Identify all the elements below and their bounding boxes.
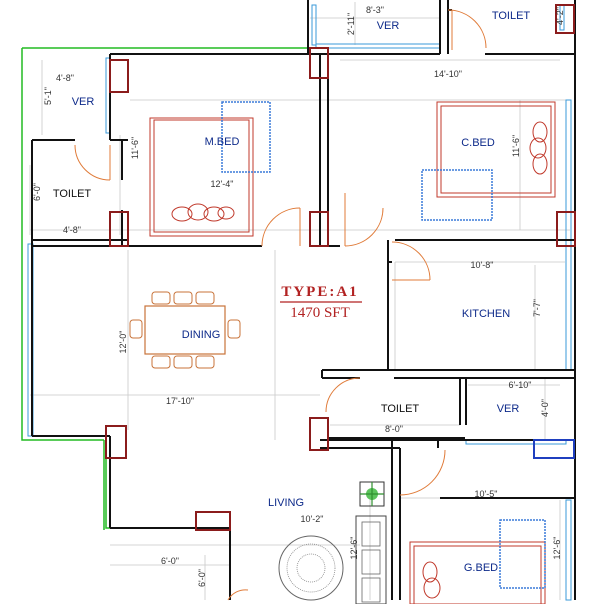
dim-ver-mid-h: 4'-0"	[540, 399, 550, 417]
plant-icon	[359, 481, 385, 507]
dim-ver-left-w: 4'-8"	[56, 73, 74, 83]
dim-cbed-h: 11'-6"	[511, 135, 521, 157]
room-label-toilet-top: TOILET	[492, 10, 531, 22]
doors	[74, 9, 487, 601]
room-label-dining: DINING	[182, 329, 221, 341]
dining-table	[129, 291, 241, 369]
dim-toilet-left-h: 6'-0"	[32, 183, 42, 201]
room-label-gbed: G.BED	[464, 562, 498, 574]
dim-dining-h: 12'-0"	[118, 331, 128, 354]
dim-toilet-left-w: 4'-8"	[63, 225, 81, 235]
master-bed	[149, 101, 271, 237]
dim-toilet-top-h: 4'-2"	[555, 7, 565, 25]
living-furniture	[278, 481, 387, 604]
plan-area-title: 1470 SFT	[290, 305, 350, 321]
room-label-mbed: M.BED	[205, 136, 240, 148]
c-bed	[421, 101, 556, 221]
dim-dining-w: 17'-10"	[166, 396, 194, 406]
dim-kitchen-h: 7'-7"	[532, 299, 542, 317]
room-label-toilet-mid: TOILET	[381, 403, 420, 415]
dim-gbed-h: 12'-6"	[552, 537, 562, 560]
room-label-toilet-left: TOILET	[53, 188, 92, 200]
dim-kitchen-w: 10'-8"	[471, 260, 494, 270]
room-label-cbed: C.BED	[461, 137, 495, 149]
dim-balcony-h: 6'-0"	[197, 569, 207, 587]
room-label-ver-mid: VER	[497, 403, 520, 415]
walls	[31, 0, 576, 600]
dim-ver-left-h: 5'-1"	[43, 87, 53, 105]
dim-living-w: 10'-2"	[301, 514, 324, 524]
dim-ver-top-h: 2'-11"	[346, 13, 356, 35]
room-label-ver-left: VER	[72, 96, 95, 108]
dim-balcony-w: 6'-0"	[161, 556, 179, 566]
room-label-kitchen: KITCHEN	[462, 308, 510, 320]
dim-ver-mid-w: 6'-10"	[509, 380, 532, 390]
dim-toilet-mid-w: 8'-0"	[385, 424, 403, 434]
room-label-living: LIVING	[268, 497, 304, 509]
dim-living-h: 12'-6"	[349, 537, 359, 560]
dim-ver-top-w: 8'-3"	[366, 5, 384, 15]
dim-mbed-h: 11'-6"	[130, 137, 140, 159]
plan-type-title: TYPE:A1	[281, 284, 358, 300]
dim-mbed-w: 12'-4"	[211, 179, 234, 189]
dim-gbed-w: 10'-5"	[475, 489, 498, 499]
dimension-lines	[29, 2, 570, 600]
g-bed	[409, 519, 546, 604]
columns	[105, 4, 576, 531]
room-label-ver-top: VER	[377, 20, 400, 32]
dim-cbed-w: 14'-10"	[434, 69, 462, 79]
